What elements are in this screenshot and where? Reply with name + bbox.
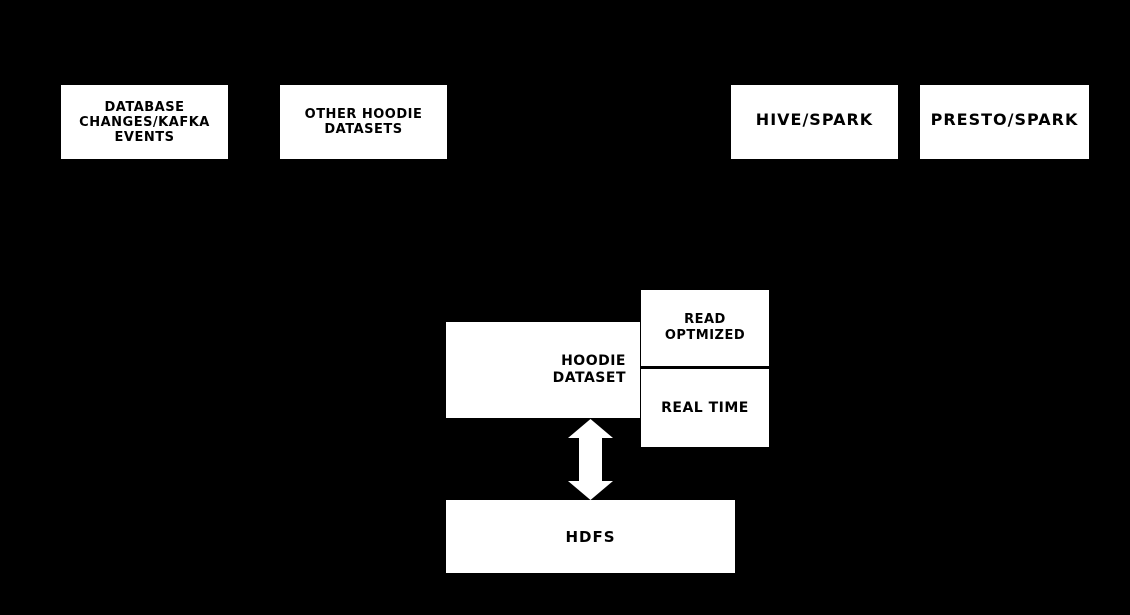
node-hive-spark: HIVE/SPARK [731,85,898,159]
node-other-hoodie-datasets: OTHER HOODIE DATASETS [280,85,447,159]
bidirectional-arrow-icon [568,419,613,500]
node-real-time-view: REAL TIME [641,369,769,447]
node-hdfs: HDFS [446,500,735,573]
node-hoodie-dataset: HOODIE DATASET [446,322,640,418]
node-read-optimized-view: READ OPTMIZED [641,290,769,366]
node-presto-spark: PRESTO/SPARK [920,85,1089,159]
node-database-changes-kafka-events: DATABASE CHANGES/KAFKA EVENTS [61,85,228,159]
